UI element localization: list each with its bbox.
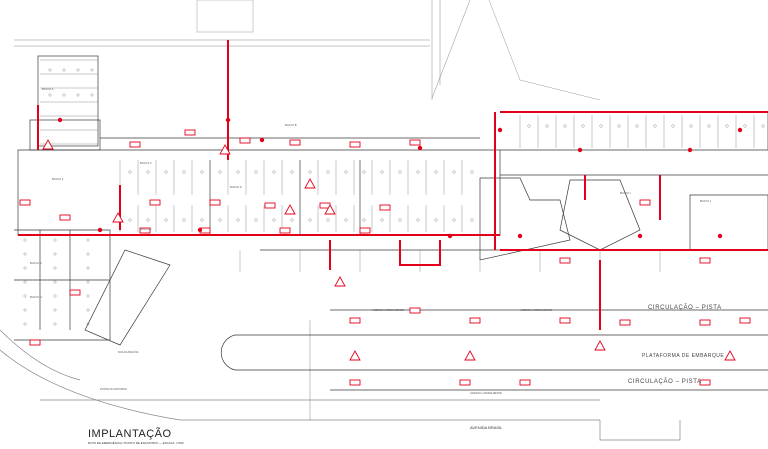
- exit-sign-icon: [139, 227, 151, 234]
- warning-triangle-icon: [594, 340, 606, 351]
- rua-label-left: RUA DA BOLÍVIA: [118, 351, 139, 354]
- bloco-label: BLOCO J: [700, 200, 712, 203]
- fire-extinguisher-icon: [225, 117, 231, 123]
- rua-label-bottom: PONTE DO ENTORNO: [100, 388, 128, 391]
- exit-sign-icon: [459, 379, 471, 386]
- circulacao-label-bottom: CIRCULAÇÃO – PISTA: [628, 379, 702, 385]
- bloco-label: BLOCO I: [620, 192, 631, 195]
- bloco-label: BLOCO A: [42, 88, 54, 91]
- bloco-label: BLOCO B: [285, 124, 297, 127]
- exit-sign-icon: [349, 141, 361, 148]
- exit-sign-icon: [559, 257, 571, 264]
- fire-extinguisher-icon: [687, 147, 693, 153]
- exit-sign-icon: [129, 141, 141, 148]
- fire-extinguisher-icon: [97, 227, 103, 233]
- exit-sign-icon: [349, 317, 361, 324]
- bloco-label: BLOCO E: [140, 228, 152, 231]
- drawing-subtitle: ROTA DE EMERGÊNCIA / PONTO DE ENCONTRO —…: [88, 441, 184, 445]
- fire-extinguisher-icon: [197, 227, 203, 233]
- exit-sign-icon: [239, 137, 251, 144]
- fire-extinguisher-icon: [517, 233, 523, 239]
- fire-extinguisher-icon: [737, 127, 743, 133]
- exit-sign-icon: [184, 129, 196, 136]
- acesso-label-1: ACESSO LATERALMENTE: [372, 309, 404, 312]
- exit-sign-icon: [379, 204, 391, 211]
- exit-sign-icon: [619, 319, 631, 326]
- acesso-label-2: ACESSO LATERALMENTE: [520, 309, 552, 312]
- warning-triangle-icon: [349, 350, 361, 361]
- fire-extinguisher-icon: [447, 233, 453, 239]
- exit-sign-icon: [699, 379, 711, 386]
- exit-sign-icon: [279, 227, 291, 234]
- warning-triangle-icon: [304, 178, 316, 189]
- exit-sign-icon: [149, 199, 161, 206]
- exit-sign-icon: [699, 257, 711, 264]
- bloco-label: BLOCO C: [140, 162, 152, 165]
- drawing-title: IMPLANTAÇÃO: [88, 428, 172, 440]
- fire-extinguisher-icon: [497, 127, 503, 133]
- circulacao-label-top: CIRCULAÇÃO – PISTA: [648, 305, 722, 311]
- exit-sign-icon: [699, 319, 711, 326]
- exit-sign-icon: [19, 199, 31, 206]
- bloco-label: BLOCO F: [52, 178, 64, 181]
- warning-triangle-icon: [334, 276, 346, 287]
- fire-extinguisher-icon: [417, 145, 423, 151]
- warning-triangle-icon: [42, 139, 54, 150]
- fire-extinguisher-icon: [259, 137, 265, 143]
- exit-sign-icon: [289, 139, 301, 146]
- exit-sign-icon: [519, 379, 531, 386]
- exit-sign-icon: [409, 307, 421, 314]
- exit-sign-icon: [349, 379, 361, 386]
- exit-sign-icon: [559, 317, 571, 324]
- plataforma-label: PLATAFORMA DE EMBARQUE: [642, 353, 725, 359]
- exit-sign-icon: [359, 227, 371, 234]
- warning-triangle-icon: [284, 204, 296, 215]
- bloco-label: BLOCO D: [230, 186, 242, 189]
- warning-triangle-icon: [464, 350, 476, 361]
- fire-extinguisher-icon: [577, 147, 583, 153]
- exit-sign-icon: [639, 199, 651, 206]
- exit-sign-icon: [59, 214, 71, 221]
- exit-sign-icon: [739, 317, 751, 324]
- exit-sign-icon: [469, 317, 481, 324]
- bloco-label: BLOCO G: [30, 262, 42, 265]
- fire-extinguisher-icon: [57, 117, 63, 123]
- acesso-label-3: ACESSO LATERALMENTE: [470, 392, 502, 395]
- exit-sign-icon: [209, 199, 221, 206]
- fire-extinguisher-icon: [717, 233, 723, 239]
- exit-sign-icon: [69, 289, 81, 296]
- exit-sign-icon: [409, 139, 421, 146]
- warning-triangle-icon: [112, 212, 124, 223]
- bloco-label: BLOCO H: [30, 296, 42, 299]
- fire-extinguisher-icon: [637, 233, 643, 239]
- avenida-label: AVENIDA BRASIL: [470, 425, 503, 430]
- warning-triangle-icon: [724, 350, 736, 361]
- exit-sign-icon: [264, 202, 276, 209]
- warning-triangle-icon: [324, 204, 336, 215]
- warning-triangle-icon: [219, 144, 231, 155]
- exit-sign-icon: [29, 339, 41, 346]
